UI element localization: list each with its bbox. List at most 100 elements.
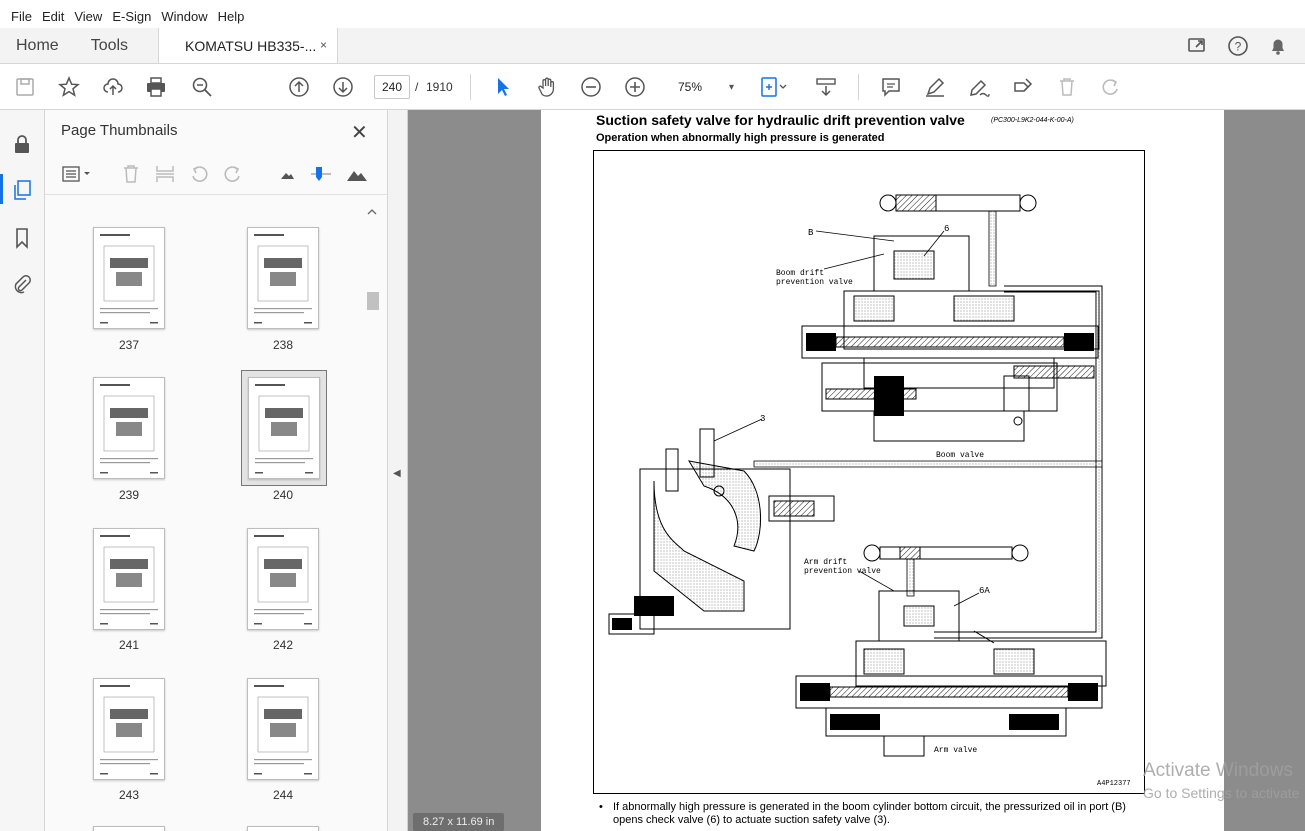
hand-tool-icon[interactable] [535, 75, 559, 99]
print-icon[interactable] [144, 75, 168, 99]
zoom-search-icon[interactable] [190, 75, 214, 99]
activation-watermark: Activate Windows [1143, 760, 1293, 781]
thumbnail-small-icon[interactable] [275, 162, 299, 186]
fill-sign-icon[interactable] [1011, 75, 1035, 99]
notifications-bell-icon[interactable] [1267, 35, 1289, 57]
label-arm-drift-1: Arm drift [804, 558, 847, 567]
page-number-input[interactable]: 240 [374, 75, 410, 99]
chevron-down-icon: ▾ [728, 81, 734, 93]
page-total: 1910 [426, 80, 453, 94]
toolbar-divider [470, 74, 471, 100]
close-tab-icon[interactable]: × [320, 38, 328, 52]
thumbnail-label: 238 [272, 338, 294, 352]
zoom-dropdown[interactable]: 75% ▾ [668, 75, 740, 99]
thumbnail-page[interactable] [93, 678, 165, 780]
bullet-line-2: opens check valve (6) to actuate suction… [613, 814, 890, 826]
page-size-badge: 8.27 x 11.69 in [413, 813, 505, 831]
share-screen-icon[interactable] [1187, 35, 1209, 57]
thumbnail-size-slider[interactable] [309, 162, 333, 186]
lock-icon[interactable] [10, 132, 34, 156]
sub-heading: Operation when abnormally high pressure … [596, 132, 885, 144]
select-cursor-icon[interactable] [491, 75, 515, 99]
thumbnail-page[interactable] [247, 678, 319, 780]
bullet-line-1: If abnormally high pressure is generated… [613, 801, 1126, 813]
thumbnail-page[interactable] [247, 528, 319, 630]
bookmark-star-icon[interactable] [57, 75, 81, 99]
svg-text:?: ? [1235, 39, 1242, 53]
toolbar-divider-2 [858, 74, 859, 100]
label-boom-drift-2: prevention valve [776, 278, 853, 287]
thumbnail-label: 242 [272, 638, 294, 652]
thumbnails-scrollbar[interactable] [364, 200, 380, 831]
label-port-b: B [808, 228, 814, 238]
tab-document[interactable]: KOMATSU HB335-... × [158, 28, 339, 63]
figure-id: A4P12377 [1097, 780, 1131, 788]
rotate-right-icon[interactable] [221, 162, 245, 186]
close-panel-icon[interactable]: ✕ [351, 122, 368, 144]
thumbnail-label: 240 [272, 488, 294, 502]
thumbnail-page[interactable] [93, 528, 165, 630]
menu-esign[interactable]: E-Sign [112, 8, 152, 24]
tab-tools[interactable]: Tools [90, 36, 129, 54]
section-heading: Suction safety valve for hydraulic drift… [596, 112, 965, 128]
thumbnail-page[interactable] [93, 227, 165, 329]
tabbar-right-icons: ? [1187, 28, 1305, 63]
thumbnail-label: 244 [272, 788, 294, 802]
document-code: (PC300-L9K2-044-K-00-A) [991, 117, 1074, 124]
previous-page-icon[interactable] [287, 75, 311, 99]
thumbnail-label: 237 [118, 338, 140, 352]
tab-home[interactable]: Home [16, 36, 59, 54]
highlight-pen-icon[interactable] [923, 75, 947, 99]
tools-divider [45, 194, 387, 195]
upload-cloud-icon[interactable] [101, 75, 125, 99]
label-check-valve-6: 6 [944, 224, 949, 234]
thumbnail-preview [100, 535, 158, 625]
menu-help[interactable]: Help [217, 8, 245, 24]
thumbnail-preview [254, 685, 312, 775]
extract-page-icon[interactable] [153, 162, 177, 186]
thumbnail-page[interactable] [93, 377, 165, 479]
thumbnail-page[interactable] [247, 227, 319, 329]
thumbnail-label: 241 [118, 638, 140, 652]
delete-page-icon[interactable] [119, 162, 143, 186]
menu-edit[interactable]: Edit [41, 8, 65, 24]
thumbnail-preview [100, 234, 158, 324]
draw-sign-icon[interactable] [967, 75, 991, 99]
thumbnail-page[interactable] [247, 826, 319, 831]
bullet-paragraph: If abnormally high pressure is generated… [599, 801, 1153, 827]
zoom-out-icon[interactable] [579, 75, 603, 99]
options-menu-icon[interactable] [61, 162, 95, 186]
menu-bar: File Edit View E-Sign Window Help [0, 0, 1305, 32]
bookmarks-icon[interactable] [10, 226, 34, 250]
fit-page-icon[interactable] [758, 75, 792, 99]
next-page-icon[interactable] [331, 75, 355, 99]
redo-icon[interactable] [1099, 75, 1123, 99]
panel-title: Page Thumbnails [61, 122, 178, 139]
label-boom-drift-1: Boom drift [776, 269, 824, 278]
page-thumbnails-icon[interactable] [10, 178, 34, 202]
toolbar [0, 64, 1305, 110]
page-separator: / [415, 80, 419, 94]
comment-icon[interactable] [879, 75, 903, 99]
collapse-panel-handle[interactable]: ◀ [388, 110, 408, 831]
save-icon[interactable] [13, 75, 37, 99]
attachments-paperclip-icon[interactable] [10, 272, 34, 296]
label-arm-valve: Arm valve [934, 746, 977, 755]
menu-window[interactable]: Window [161, 8, 208, 24]
zoom-in-icon[interactable] [623, 75, 647, 99]
zoom-value: 75% [678, 80, 703, 94]
delete-trash-icon[interactable] [1055, 75, 1079, 99]
thumbnail-label: 239 [118, 488, 140, 502]
scroll-mode-icon[interactable] [814, 75, 838, 99]
thumbnail-page[interactable] [93, 826, 165, 831]
pdf-page: Suction safety valve for hydraulic drift… [541, 110, 1224, 831]
thumbnail-large-icon[interactable] [345, 162, 369, 186]
menu-file[interactable]: File [11, 8, 32, 24]
label-check-valve-6a: 6A [979, 586, 990, 596]
help-icon[interactable]: ? [1227, 35, 1249, 57]
menu-view[interactable]: View [74, 8, 103, 24]
left-tool-rail [0, 110, 45, 831]
thumbnail-page-selected[interactable] [248, 377, 320, 479]
scrollbar-handle[interactable] [367, 292, 379, 310]
rotate-left-icon[interactable] [187, 162, 211, 186]
